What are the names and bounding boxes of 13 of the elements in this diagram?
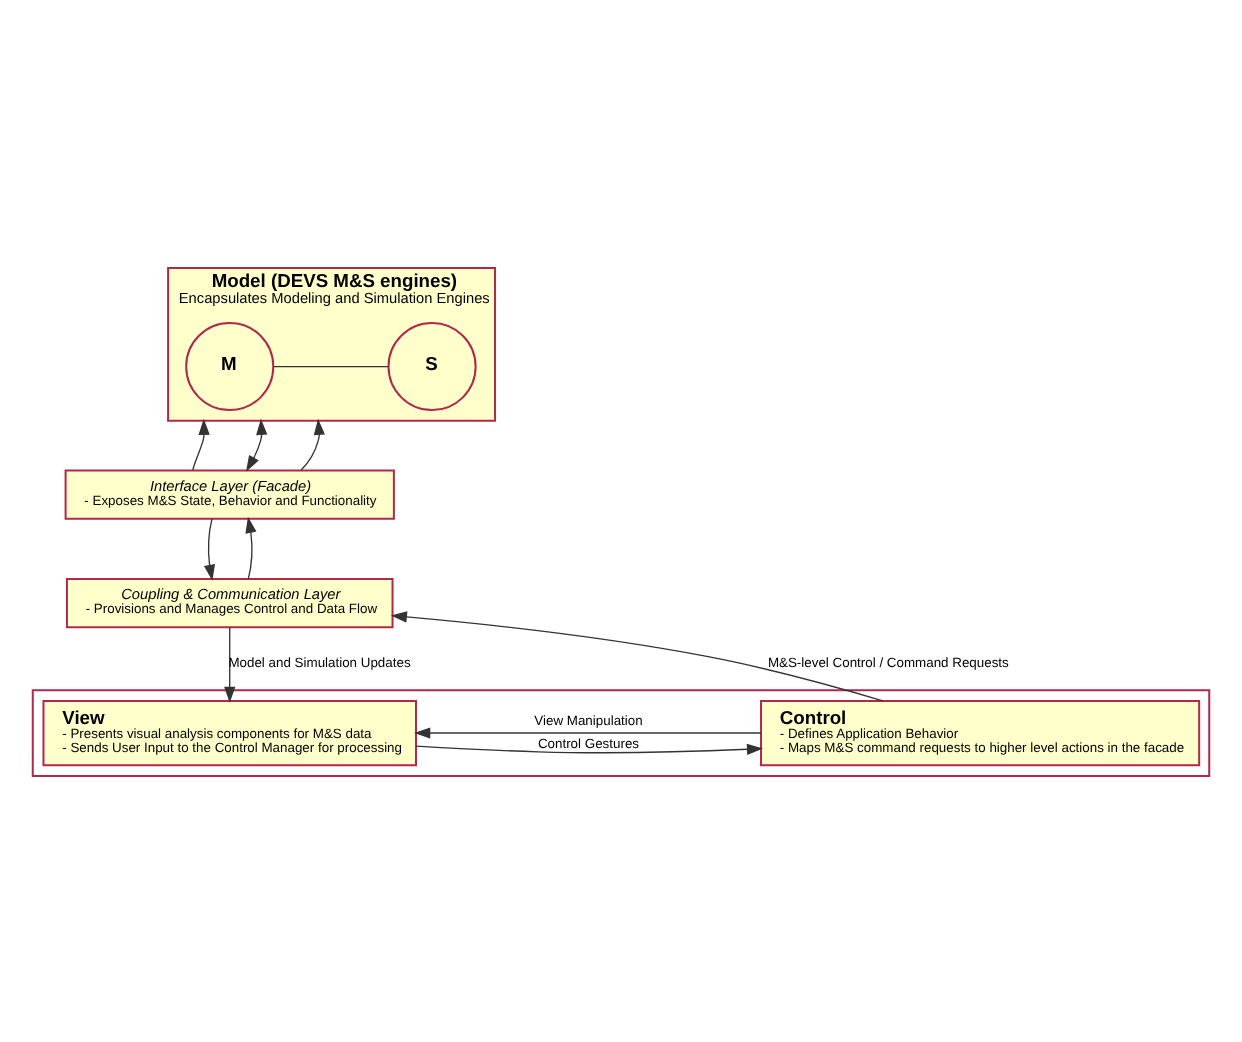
arrow [390, 610, 884, 701]
node-circle: M [185, 321, 275, 411]
arrow [300, 417, 325, 470]
arrow [192, 417, 210, 470]
arrow [224, 626, 236, 702]
connector [272, 364, 389, 367]
arrow [245, 515, 257, 579]
arrow [203, 517, 216, 580]
arrow [414, 726, 762, 738]
arrow [415, 742, 764, 754]
node-circle: S [387, 321, 477, 411]
arrow [246, 417, 268, 471]
cluster [31, 688, 1211, 776]
